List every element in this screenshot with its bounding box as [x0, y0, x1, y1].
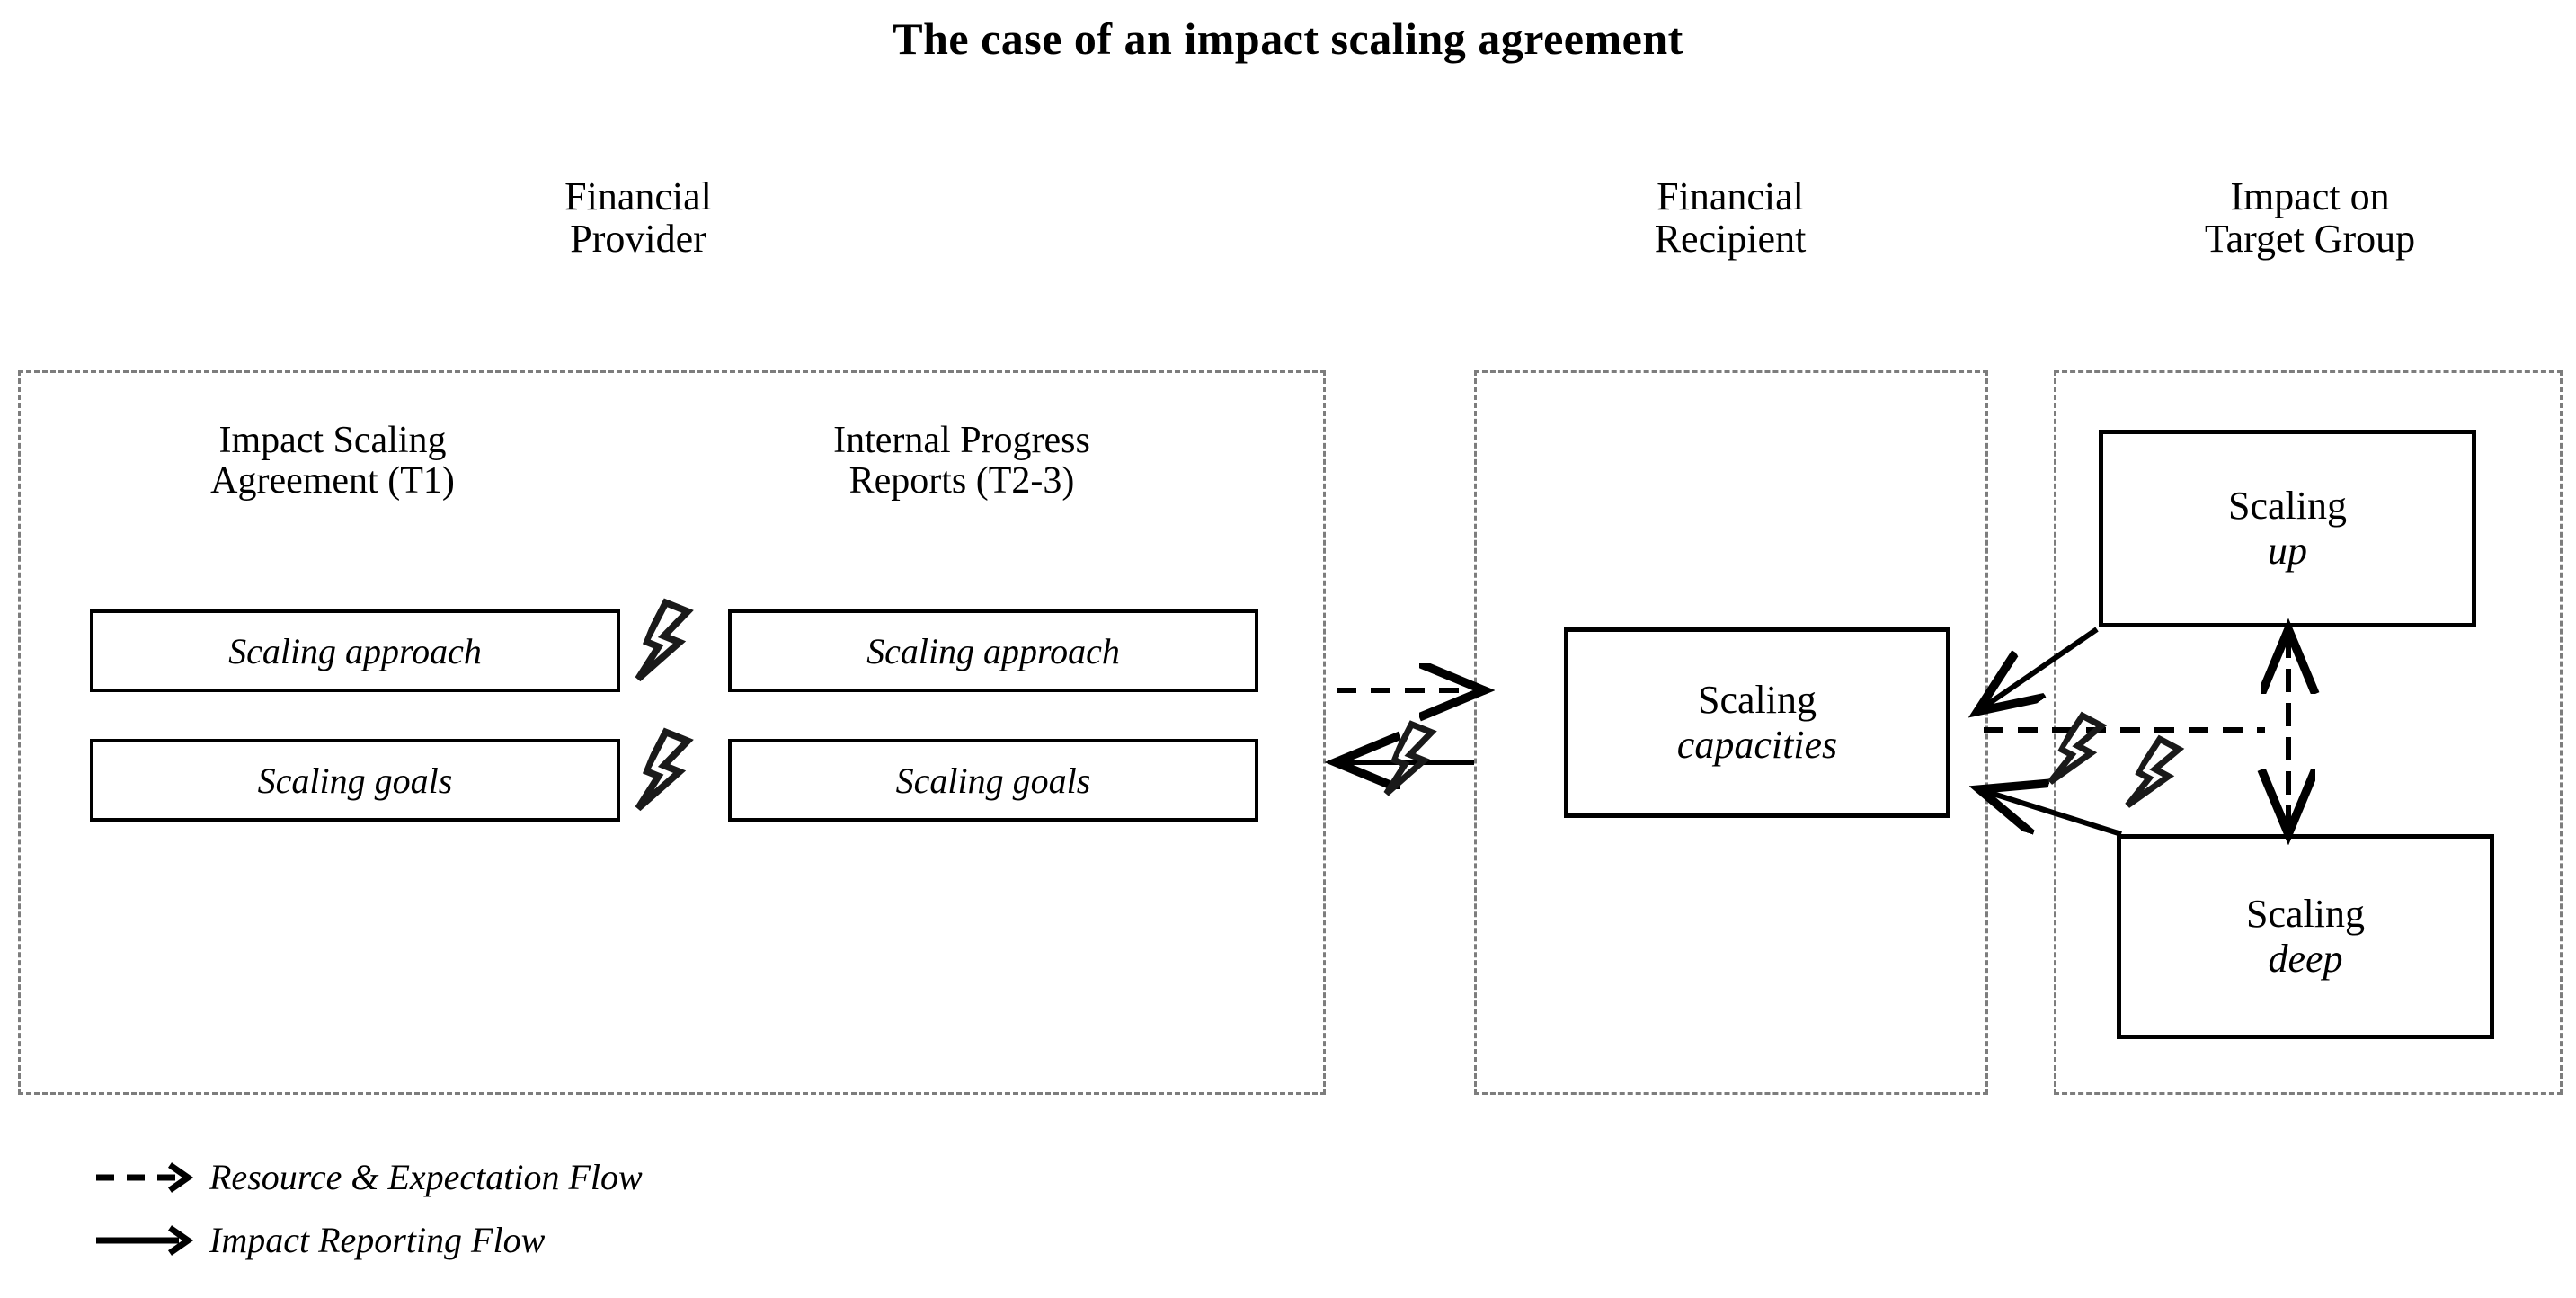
- dashed-arrow-icon: [96, 1162, 193, 1193]
- column-header-line2: Recipient: [1654, 216, 1807, 261]
- box-isa-scaling-approach[interactable]: Scaling approach: [90, 609, 620, 692]
- group-label-line2: Agreement (T1): [210, 460, 455, 502]
- container-financial-provider: [18, 370, 1326, 1095]
- box-scaling-capacities[interactable]: Scaling capacities: [1564, 627, 1950, 818]
- page-title: The case of an impact scaling agreement: [893, 13, 1683, 64]
- box-label-line2: deep: [2268, 937, 2343, 981]
- group-label-impact-scaling-agreement: Impact Scaling Agreement (T1): [54, 420, 611, 502]
- column-header-line1: Financial: [1657, 174, 1804, 218]
- legend-label: Impact Reporting Flow: [209, 1220, 546, 1260]
- box-label: Scaling goals: [257, 760, 453, 801]
- box-isa-scaling-goals[interactable]: Scaling goals: [90, 739, 620, 822]
- group-label-line1: Internal Progress: [833, 420, 1090, 461]
- box-label-line2: up: [2268, 529, 2307, 573]
- box-label: Scaling approach: [866, 630, 1120, 671]
- legend-label: Resource & Expectation Flow: [209, 1157, 643, 1197]
- column-header-line1: Financial: [564, 174, 712, 218]
- legend-item-impact-reporting-flow: Impact Reporting Flow: [94, 1222, 545, 1258]
- solid-arrow-icon: [96, 1225, 193, 1256]
- container-financial-recipient: [1474, 370, 1988, 1095]
- column-header-line1: Impact on: [2230, 174, 2390, 218]
- arrow-impact-reporting-recipient-to-provider: [1341, 723, 1474, 802]
- box-label-line1: Scaling: [1698, 677, 1817, 722]
- box-label-line1: Scaling: [2228, 483, 2347, 528]
- box-label: Scaling approach: [228, 630, 482, 671]
- box-label-line2: capacities: [1676, 723, 1838, 767]
- box-scaling-up[interactable]: Scaling up: [2099, 430, 2476, 627]
- column-header-line2: Target Group: [2204, 216, 2416, 261]
- group-label-line1: Impact Scaling: [218, 420, 447, 461]
- column-header-financial-recipient: Financial Recipient: [1479, 174, 1982, 261]
- column-header-financial-provider: Financial Provider: [386, 174, 890, 261]
- legend-item-resource-expectation-flow: Resource & Expectation Flow: [94, 1160, 643, 1196]
- box-label: Scaling goals: [895, 760, 1091, 801]
- group-label-internal-progress-reports: Internal Progress Reports (T2-3): [683, 420, 1240, 502]
- box-ipr-scaling-goals[interactable]: Scaling goals: [728, 739, 1258, 822]
- group-label-line2: Reports (T2-3): [848, 460, 1075, 502]
- box-scaling-deep[interactable]: Scaling deep: [2117, 834, 2494, 1039]
- box-ipr-scaling-approach[interactable]: Scaling approach: [728, 609, 1258, 692]
- box-label-line1: Scaling: [2246, 891, 2365, 936]
- column-header-line2: Provider: [570, 216, 706, 261]
- column-header-impact-target-group: Impact on Target Group: [2058, 174, 2562, 261]
